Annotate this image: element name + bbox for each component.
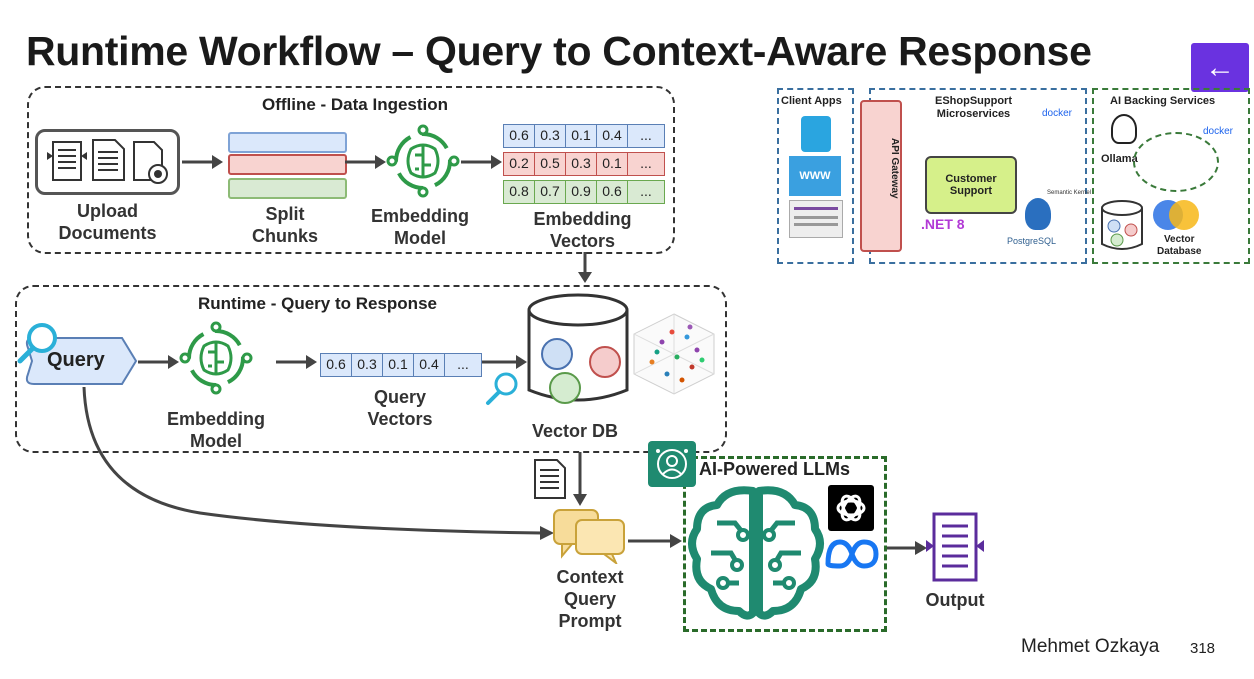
- page-title: Runtime Workflow – Query to Context-Awar…: [26, 28, 1092, 74]
- offline-title: Offline - Data Ingestion: [261, 95, 449, 114]
- runtime-title: Runtime - Query to Response: [198, 294, 437, 313]
- vector-row-2: 0.2 0.5 0.3 0.1 ...: [503, 152, 665, 176]
- output-document-icon: [926, 512, 984, 582]
- chat-bubbles-icon: [553, 509, 625, 564]
- brain-icon: [179, 321, 253, 395]
- back-button[interactable]: ←: [1191, 43, 1249, 92]
- chunk-blue: [228, 132, 347, 153]
- arrow-down-icon: [578, 252, 592, 283]
- ai-backing-label: AI Backing Services: [1110, 95, 1216, 107]
- arrow-icon: [182, 155, 223, 169]
- ai-badge-icon: [648, 441, 696, 487]
- api-gateway-box: [860, 100, 902, 252]
- author-name: Mehmet Ozkaya: [1021, 636, 1160, 657]
- openai-logo-icon: [828, 485, 874, 531]
- query-label: Query: [47, 349, 105, 371]
- arrow-down-icon: [573, 452, 587, 506]
- arrow-icon: [628, 534, 682, 548]
- architecture-diagram: Client Apps WWW API Gateway EShopSupport…: [777, 88, 1250, 264]
- ollama-label: Ollama: [1101, 153, 1138, 165]
- arrow-icon: [345, 155, 386, 169]
- arrow-icon: [138, 355, 179, 369]
- search-icon: [486, 372, 518, 405]
- documents-icon: [35, 129, 180, 195]
- document-icon: [534, 459, 566, 499]
- vector-db-small-icon: [1101, 200, 1143, 250]
- vector-space-icon: [633, 313, 715, 395]
- output-label: Output: [925, 590, 985, 610]
- web-icon: WWW: [789, 156, 841, 196]
- llm-group-outline: [1133, 132, 1219, 192]
- meta-logo-icon: [825, 539, 879, 569]
- ai-brain-icon: [688, 486, 824, 620]
- arrow-icon: [887, 541, 927, 555]
- search-icon: [17, 323, 57, 364]
- arrow-left-icon: ←: [1205, 50, 1235, 84]
- api-gateway-label: API Gateway: [889, 138, 900, 199]
- docker-label-2: docker: [1203, 126, 1234, 137]
- ai-title: AI-Powered LLMs: [699, 459, 851, 479]
- vector-logo-icon-b: [1169, 200, 1199, 230]
- query-vector: 0.6 0.3 0.1 0.4 ...: [320, 353, 482, 377]
- postgres-icon: [1025, 198, 1051, 230]
- vector-row-3: 0.8 0.7 0.9 0.6 ...: [503, 180, 665, 204]
- ollama-icon: [1111, 114, 1137, 144]
- dotnet-label: .NET 8: [921, 216, 965, 232]
- runtime-section: [15, 285, 727, 453]
- postgres-label: PostgreSQL: [1007, 236, 1057, 246]
- brain-icon: [386, 124, 460, 198]
- mobile-icon: [801, 116, 831, 152]
- arrow-icon: [276, 355, 317, 369]
- vector-db-label: Vector DB: [531, 421, 619, 441]
- chunk-red: [228, 154, 347, 175]
- client-apps-label: Client Apps: [781, 95, 842, 107]
- client-apps-group: [777, 88, 854, 264]
- ai-backing-group: [1092, 88, 1250, 264]
- screenshot-thumbnail: [789, 200, 843, 238]
- arrow-icon: [461, 155, 502, 169]
- vector-row-1: 0.6 0.3 0.1 0.4 ...: [503, 124, 665, 148]
- docker-label: docker: [1042, 108, 1073, 119]
- chunk-green: [228, 178, 347, 199]
- ai-llm-section: [683, 456, 887, 632]
- semantic-kernel-label: Semantic Kernel: [1047, 190, 1092, 196]
- query-to-prompt-connector: [82, 386, 554, 540]
- offline-section: [27, 86, 675, 254]
- arrow-icon: [482, 355, 527, 369]
- page-number: 318: [1190, 640, 1216, 657]
- vector-db-icon: [527, 293, 629, 404]
